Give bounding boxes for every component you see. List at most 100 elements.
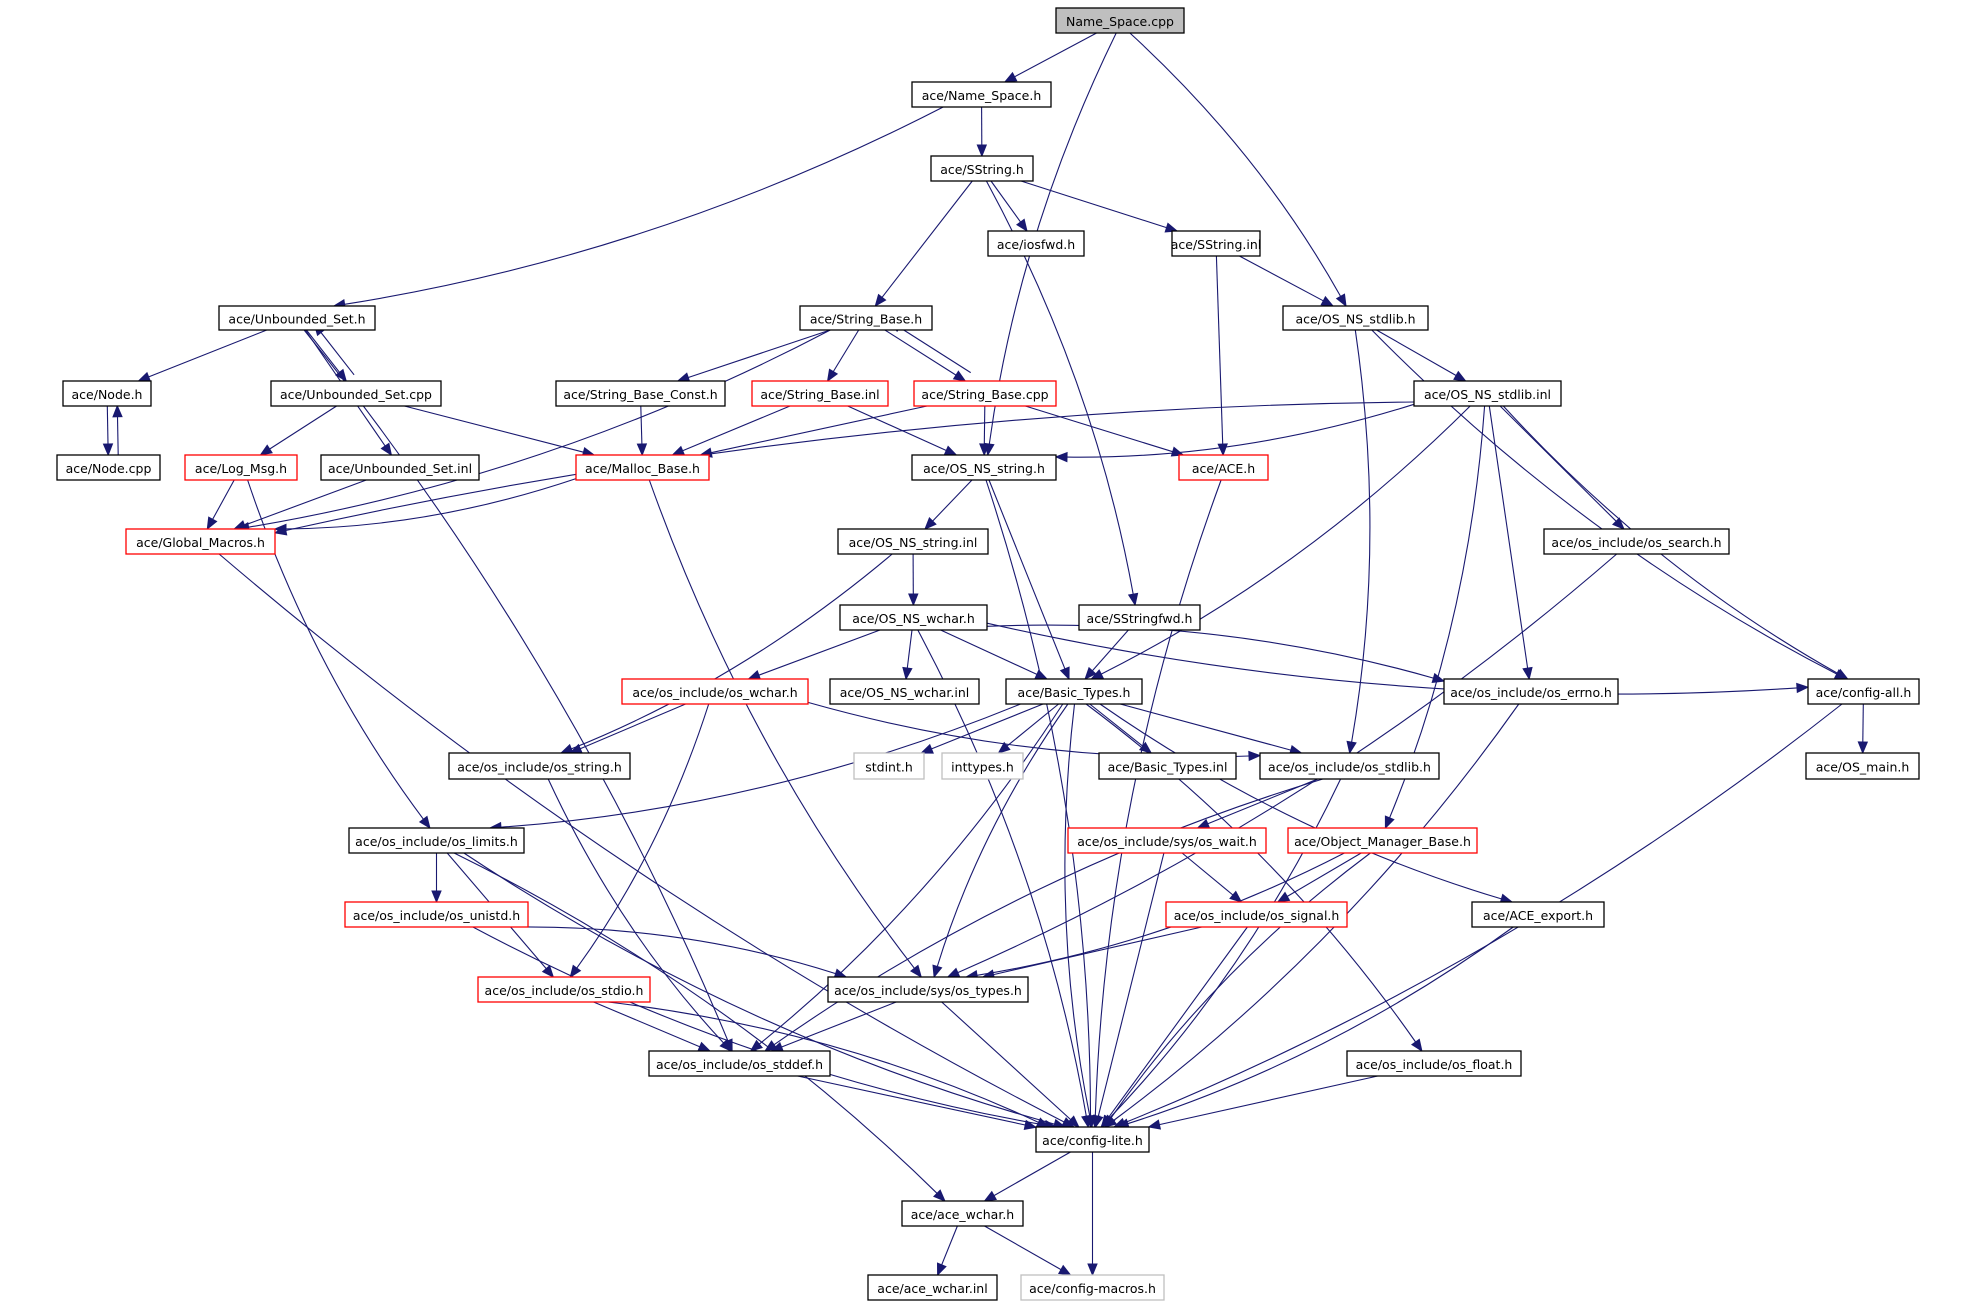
edge-string_base_h-to-string_base_cpp: [884, 329, 957, 376]
arrowhead-icon: [1127, 592, 1139, 607]
graph-node-os-main-h[interactable]: ace/OS_main.h: [1805, 752, 1920, 780]
edge-name_space_cpp-to-name_space_h: [1014, 32, 1097, 78]
node-box: [348, 827, 525, 854]
graph-node-inttypes-h[interactable]: inttypes.h: [941, 752, 1024, 780]
node-box: [839, 604, 988, 631]
node-label: ace/OS_NS_stdlib.inl: [1424, 387, 1551, 402]
node-label: ace/Unbounded_Set.inl: [328, 461, 472, 476]
graph-node-os-wchar-h[interactable]: ace/os_include/os_wchar.h: [621, 678, 809, 705]
graph-node-log-msg-h[interactable]: ace/Log_Msg.h: [184, 454, 298, 481]
graph-node-object-manager-base-h[interactable]: ace/Object_Manager_Base.h: [1287, 827, 1478, 854]
graph-node-os-ns-stdlib-inl[interactable]: ace/OS_NS_stdlib.inl: [1413, 380, 1562, 407]
node-label: ace/os_include/os_limits.h: [355, 834, 518, 849]
edge-unbounded_set_h-to-os_stddef_h: [303, 329, 729, 1042]
graph-node-os-wait-h[interactable]: ace/os_include/sys/os_wait.h: [1067, 827, 1267, 854]
node-label: ace/Unbounded_Set.cpp: [280, 387, 432, 402]
graph-node-ace-wchar-inl[interactable]: ace/ace_wchar.inl: [867, 1274, 998, 1301]
edge-os_ns_wchar_h-to-config_all_h: [986, 622, 1798, 695]
graph-node-basic-types-h[interactable]: ace/Basic_Types.h: [1005, 678, 1143, 705]
graph-node-os-string-h[interactable]: ace/os_include/os_string.h: [448, 752, 631, 780]
edge-string_base_cpp-to-ace_h: [1025, 405, 1173, 453]
edge-unbounded_set_cpp-to-malloc_base_h: [404, 405, 584, 453]
graph-node-os-ns-stdlib-h[interactable]: ace/OS_NS_stdlib.h: [1282, 305, 1429, 331]
node-label: ace/os_include/os_float.h: [1356, 1057, 1513, 1072]
nodes-layer: Name_Space.cppace/Name_Space.hace/SStrin…: [56, 7, 1920, 1301]
graph-node-config-macros-h[interactable]: ace/config-macros.h: [1020, 1274, 1165, 1301]
graph-node-basic-types-inl[interactable]: ace/Basic_Types.inl: [1098, 752, 1237, 780]
node-box: [829, 678, 980, 705]
edges-layer: [102, 32, 1869, 1277]
graph-node-config-all-h[interactable]: ace/config-all.h: [1807, 678, 1920, 705]
arrowhead-icon: [749, 1039, 763, 1052]
graph-node-os-ns-string-inl[interactable]: ace/OS_NS_string.inl: [837, 528, 989, 555]
graph-node-os-ns-wchar-inl[interactable]: ace/OS_NS_wchar.inl: [829, 678, 980, 705]
graph-node-string-base-inl[interactable]: ace/String_Base.inl: [751, 380, 889, 407]
graph-node-unbounded-set-cpp[interactable]: ace/Unbounded_Set.cpp: [270, 380, 442, 407]
node-box: [751, 380, 889, 407]
edge-basic_types_h-to-os_stdlib_h: [1120, 703, 1291, 751]
node-label: ace/String_Base_Const.h: [563, 387, 717, 402]
arrowhead-icon: [946, 967, 961, 978]
node-label: ace/OS_main.h: [1816, 760, 1910, 775]
graph-node-malloc-base-h[interactable]: ace/Malloc_Base.h: [575, 454, 710, 481]
graph-node-os-ns-string-h[interactable]: ace/OS_NS_string.h: [911, 454, 1057, 481]
node-label: ace/Node.cpp: [66, 461, 152, 476]
graph-node-os-limits-h[interactable]: ace/os_include/os_limits.h: [348, 827, 525, 854]
edge-node_cpp-to-node_h: [116, 416, 119, 455]
graph-node-sstring-h[interactable]: ace/SString.h: [930, 155, 1034, 182]
graph-node-ace-export-h[interactable]: ace/ACE_export.h: [1471, 901, 1605, 928]
arrowhead-icon: [102, 443, 114, 457]
edge-malloc_base_h-to-os_types_h: [648, 479, 915, 969]
graph-node-iosfwd-h[interactable]: ace/iosfwd.h: [987, 230, 1085, 257]
edge-os_limits_h-to-ace_wchar_h: [453, 852, 938, 1194]
graph-node-sstring-inl[interactable]: ace/SString.inl: [1171, 230, 1262, 257]
graph-node-unbounded-set-h[interactable]: ace/Unbounded_Set.h: [218, 305, 376, 331]
graph-node-node-h[interactable]: ace/Node.h: [62, 380, 152, 407]
edge-string_base_cpp-to-os_ns_string_h: [983, 405, 986, 445]
graph-node-os-signal-h[interactable]: ace/os_include/os_signal.h: [1165, 901, 1348, 928]
graph-node-ace-h[interactable]: ace/ACE.h: [1178, 454, 1269, 481]
edge-config_lite_h-to-ace_wchar_h: [993, 1151, 1071, 1197]
graph-node-os-ns-wchar-h[interactable]: ace/OS_NS_wchar.h: [839, 604, 988, 631]
arrowhead-icon: [1023, 1119, 1038, 1131]
graph-node-stdint-h[interactable]: stdint.h: [853, 752, 925, 780]
graph-node-string-base-cpp[interactable]: ace/String_Base.cpp: [913, 380, 1057, 407]
graph-node-sstringfwd-h[interactable]: ace/SStringfwd.h: [1078, 604, 1201, 631]
graph-node-os-search-h[interactable]: ace/os_include/os_search.h: [1543, 528, 1730, 555]
graph-node-name-space-h[interactable]: ace/Name_Space.h: [911, 81, 1052, 108]
graph-node-os-unistd-h[interactable]: ace/os_include/os_unistd.h: [344, 901, 529, 928]
edge-sstring_inl-to-os_ns_stdlib_h: [1239, 255, 1324, 302]
graph-node-string-base-h[interactable]: ace/String_Base.h: [799, 305, 933, 331]
node-label: ace/OS_NS_stdlib.h: [1295, 312, 1415, 327]
node-label: ace/Object_Manager_Base.h: [1294, 834, 1471, 849]
node-label: ace/SString.inl: [1171, 237, 1262, 252]
edge-basic_types_h-to-ace_export_h: [1099, 703, 1502, 900]
graph-node-os-float-h[interactable]: ace/os_include/os_float.h: [1346, 1050, 1522, 1077]
graph-node-string-base-const-h[interactable]: ace/String_Base_Const.h: [555, 380, 726, 407]
graph-node-os-types-h[interactable]: ace/os_include/sys/os_types.h: [827, 976, 1029, 1003]
graph-node-node-cpp[interactable]: ace/Node.cpp: [56, 454, 161, 481]
graph-node-config-lite-h[interactable]: ace/config-lite.h: [1035, 1126, 1150, 1153]
graph-node-os-errno-h[interactable]: ace/os_include/os_errno.h: [1443, 678, 1619, 705]
graph-node-ace-wchar-h[interactable]: ace/ace_wchar.h: [901, 1200, 1024, 1227]
node-box: [1282, 305, 1429, 331]
graph-node-os-stdio-h[interactable]: ace/os_include/os_stdio.h: [477, 976, 651, 1003]
node-box: [621, 678, 809, 705]
node-box: [1543, 528, 1730, 555]
edge-sstring_h-to-iosfwd_h: [990, 180, 1022, 223]
graph-node-unbounded-set-inl[interactable]: ace/Unbounded_Set.inl: [320, 454, 480, 481]
arrowhead-icon: [1058, 1264, 1072, 1276]
graph-node-os-stddef-h[interactable]: ace/os_include/os_stddef.h: [648, 1050, 831, 1077]
node-label: ace/String_Base.cpp: [921, 387, 1048, 402]
graph-node-os-stdlib-h[interactable]: ace/os_include/os_stdlib.h: [1259, 752, 1440, 780]
graph-node-global-macros-h[interactable]: ace/Global_Macros.h: [125, 528, 276, 555]
arrowhead-icon: [979, 443, 990, 457]
edge-os_float_h-to-config_lite_h: [1159, 1075, 1378, 1126]
arrowhead-icon: [910, 964, 923, 979]
arrowhead-icon: [671, 445, 686, 456]
edge-os_unistd_h-to-os_types_h: [518, 926, 836, 975]
arrowhead-icon: [112, 404, 123, 418]
arrowhead-icon: [1248, 750, 1262, 762]
edge-os_ns_stdlib_h-to-os_stdlib_h: [1351, 329, 1371, 743]
